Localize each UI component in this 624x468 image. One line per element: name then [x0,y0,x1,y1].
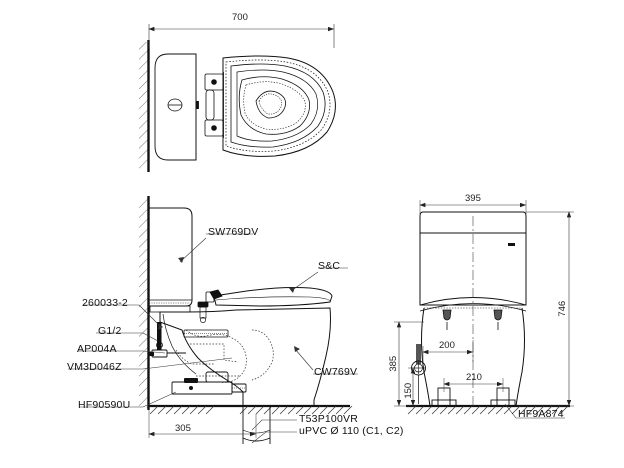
dim-label-395: 395 [465,193,481,204]
side-view-leaders [68,233,358,444]
front-dim-746 [516,211,574,407]
flush-button-icon [167,98,183,112]
label-260033-2: 260033-2 [82,297,128,309]
label-sw769dv: SW769DV [208,226,259,238]
top-view-tank [154,53,197,161]
label-hf90590u: HF90590U [78,399,131,411]
dim-label-200: 200 [439,340,455,351]
top-view-seat-cover [222,55,336,157]
front-dim-395 [419,200,527,214]
label-vm3d046z: VM3D046Z [67,361,122,373]
floor-outlet-assembly [171,371,247,395]
side-dim-305 [148,406,257,438]
label-t53p100vr: T53P100VR [299,413,359,425]
label-upvc: uPVC Ø 110 (C1, C2) [299,425,404,437]
top-view-wall [139,40,150,172]
side-view-seat-cover [197,287,333,323]
label-ap004a: AP004A [77,343,117,355]
soil-pipe [242,406,271,444]
side-view-wall [139,196,150,410]
front-dim-210 [443,378,504,392]
front-dim-200 [422,340,474,362]
top-view-group [139,24,336,172]
label-s-and-c: S&C [318,260,341,272]
tank-lever-tab [196,101,199,109]
side-view-group [68,196,358,444]
label-hf9a874: HF9A874 [518,408,564,420]
label-cw769v: CW769V [314,366,358,378]
dim-label-150: 150 [403,382,415,399]
side-view-trapway [175,329,274,383]
dim-label-700: 700 [232,12,248,23]
dim-label-305: 305 [175,423,191,434]
side-view-bowl [159,307,331,407]
side-view-rim [183,329,229,338]
front-view-group [394,200,574,419]
label-g12: G1/2 [98,325,122,337]
front-view-base-feet [431,387,516,407]
tank-bolts [442,309,503,330]
front-view-leader [504,403,565,419]
seat-hinge-plate [204,72,224,138]
front-dim-385 [394,321,424,407]
dim-label-746: 746 [557,300,569,317]
top-dim-700 [148,24,335,48]
dim-label-385: 385 [388,355,400,372]
angle-valve-assembly [149,322,186,358]
dim-label-210: 210 [466,372,482,383]
side-view-tank [148,207,193,313]
front-dim-150 [408,367,418,407]
